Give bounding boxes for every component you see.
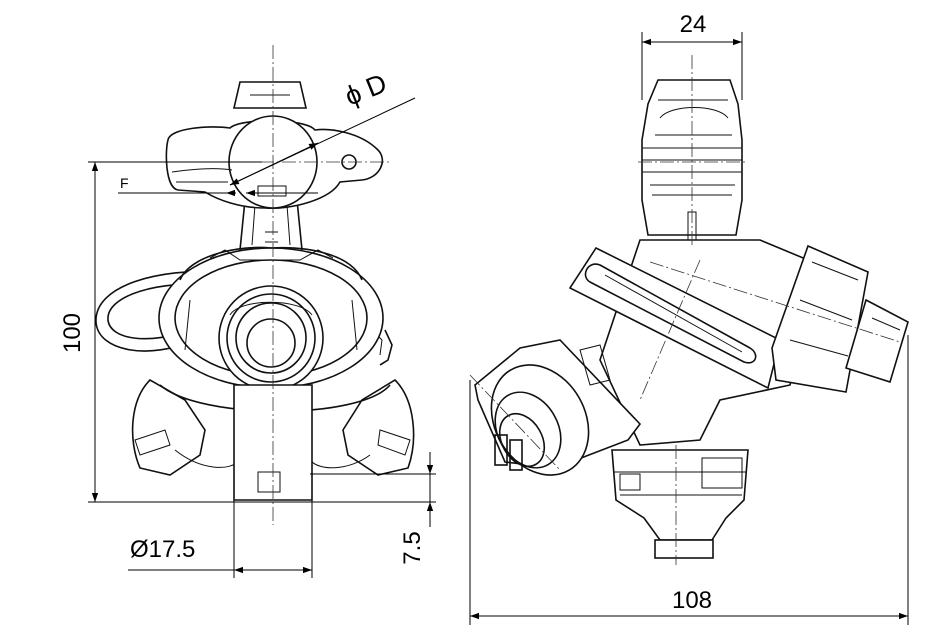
front-view: ϕ D F 100 7.5 Ø17.5 (59, 45, 436, 578)
top-width-dimension: 24 (680, 11, 707, 38)
offset-dimension: 7.5 (399, 531, 426, 564)
bottom-nozzle (611, 449, 749, 559)
total-width-dimension: 108 (672, 587, 712, 614)
right-coupling (771, 244, 909, 393)
diameter-dimension: Ø17.5 (130, 536, 195, 563)
side-view: 24 108 (469, 11, 909, 625)
left-nozzle-holder (474, 339, 642, 476)
side-pipe-clamp (641, 79, 743, 249)
clamp-diameter-label: ϕ D (341, 68, 391, 112)
outlet-ring-outer (218, 285, 324, 391)
slot-plate (568, 246, 781, 390)
hose-loop (107, 283, 216, 340)
height-dimension: 100 (59, 313, 86, 353)
front-neck (239, 199, 303, 251)
f-label: F (120, 175, 129, 191)
